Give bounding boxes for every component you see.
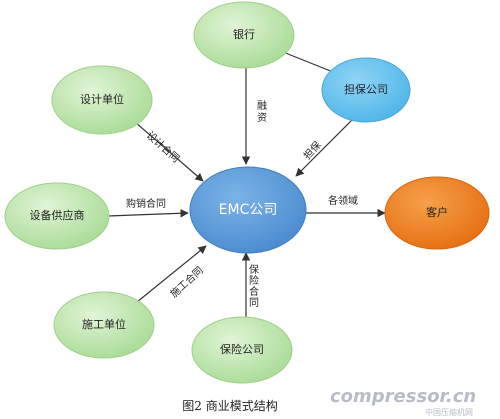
edges xyxy=(107,51,386,318)
node-bank: 银行 xyxy=(193,1,295,69)
figure-caption: 图2 商业模式结构 xyxy=(182,398,277,413)
watermark: compressor.cn 中国压缩机网 xyxy=(330,386,476,417)
node-supplier-label: 设备供应商 xyxy=(30,208,85,222)
edge-label-insurance: 保险合同 xyxy=(247,263,259,308)
node-bank-label: 银行 xyxy=(233,27,255,41)
node-design-shape xyxy=(51,65,153,135)
node-center: EMC公司 xyxy=(189,166,307,254)
node-design: 设计单位 xyxy=(51,65,153,135)
edge-supplier-center xyxy=(107,209,189,218)
edge-label-construction: 施工合同 xyxy=(167,264,205,300)
edge-construction-center xyxy=(136,245,207,303)
edge-label-customer: 各领域 xyxy=(328,194,358,207)
node-guarantee-label: 担保公司 xyxy=(344,82,388,96)
node-guarantee-shape xyxy=(321,57,411,123)
watermark-brand: compressor.cn xyxy=(330,386,476,407)
node-supplier: 设备供应商 xyxy=(4,182,110,250)
node-center-shape xyxy=(189,166,307,254)
watermark-sub: 中国压缩机网 xyxy=(425,407,473,417)
node-customer: 客户 xyxy=(384,176,490,250)
edge-label-bank: 融资 xyxy=(255,100,267,124)
edge-label-supplier: 购销合同 xyxy=(126,197,166,210)
edge-guarantee-center xyxy=(295,119,353,177)
node-construction-label: 施工单位 xyxy=(82,317,126,331)
node-construction-shape xyxy=(53,291,155,359)
node-supplier-shape xyxy=(4,182,110,250)
node-design-label: 设计单位 xyxy=(80,92,124,106)
node-center-label: EMC公司 xyxy=(219,202,278,218)
node-insurance-shape xyxy=(191,316,293,384)
edge-design-center xyxy=(134,121,204,182)
edge-label-guarantee: 担保 xyxy=(301,138,324,162)
edge-label-design: 设计合同 xyxy=(144,129,182,165)
node-insurance-label: 保险公司 xyxy=(220,342,264,356)
edge-bank-guarantee xyxy=(282,51,334,73)
node-customer-label: 客户 xyxy=(426,205,448,219)
node-guarantee: 担保公司 xyxy=(321,57,411,123)
node-customer-shape xyxy=(384,176,490,250)
node-insurance: 保险公司 xyxy=(191,316,293,384)
node-bank-shape xyxy=(193,1,295,69)
node-construction: 施工单位 xyxy=(53,291,155,359)
